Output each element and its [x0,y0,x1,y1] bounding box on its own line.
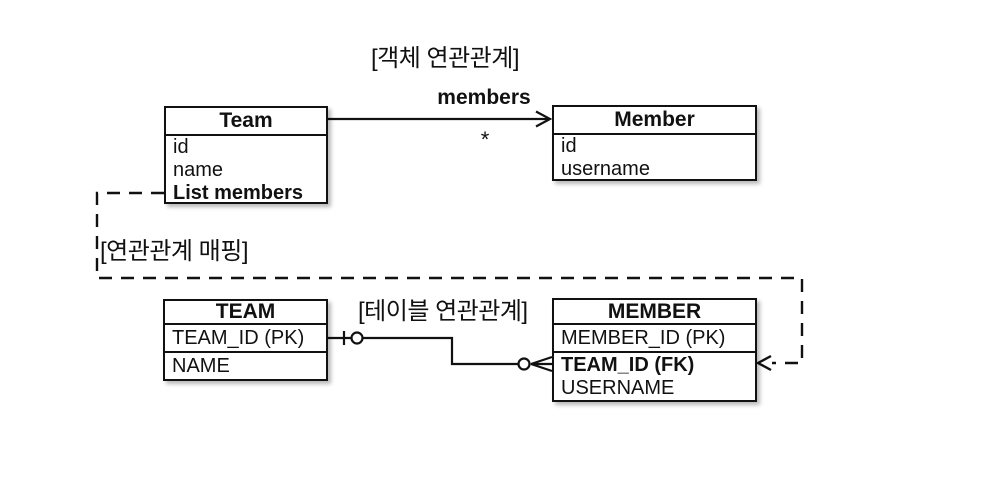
team-table-box: TEAM TEAM_ID (PK) NAME [163,299,328,381]
crows-foot-icon [530,355,553,373]
team-column-name: NAME [165,351,326,379]
member-table-title: MEMBER [554,300,755,325]
many-cardinality-circle-icon [517,357,531,371]
team-field-name: name [173,159,224,181]
association-label: members [437,86,531,109]
member-field-username: username [561,158,650,180]
member-class-title: Member [554,107,755,135]
object-association-title: [객체 연관관계] [371,45,519,72]
association-arrowhead-icon [535,110,553,128]
team-column-pk: TEAM_ID (PK) [172,327,305,349]
team-class-box: Team id name List members [164,106,328,204]
relationship-line [328,336,518,366]
team-class-title: Team [166,108,326,136]
team-field-id: id [173,136,189,158]
multiplicity-label: * [480,127,490,152]
member-table-box: MEMBER MEMBER_ID (PK) TEAM_ID (FK) USERN… [552,298,757,402]
member-field-id: id [561,135,577,157]
member-column-fk: TEAM_ID (FK) [554,351,755,377]
team-table-title: TEAM [165,301,326,325]
member-class-box: Member id username [552,105,757,181]
team-field-members: List members [173,182,304,204]
one-cardinality-circle-icon [350,331,364,345]
mapping-title: [연관관계 매핑] [100,238,248,265]
member-column-username: USERNAME [561,377,675,399]
member-column-pk: MEMBER_ID (PK) [561,327,726,349]
mapping-arrowhead-icon [755,354,772,372]
table-association-title: [테이블 연관관계] [358,298,528,325]
